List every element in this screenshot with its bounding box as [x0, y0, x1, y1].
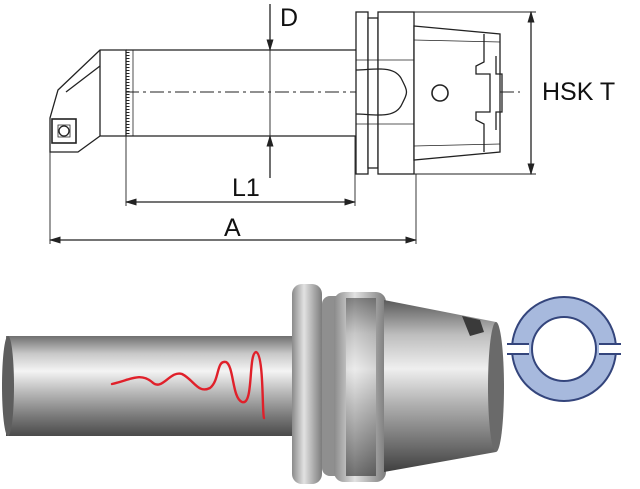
l1-label: L1	[232, 174, 260, 202]
drive-hole-icon	[431, 84, 449, 102]
a-label: A	[224, 214, 241, 242]
shank	[126, 13, 367, 173]
technical-drawing	[48, 4, 536, 244]
d-label: D	[280, 4, 298, 32]
tool-render	[2, 284, 504, 484]
insert-icon	[51, 118, 77, 144]
render-shank	[6, 336, 306, 436]
boring-head	[49, 49, 127, 153]
hsk-taper	[413, 25, 503, 161]
hsk-label: HSK T	[542, 78, 615, 106]
vibration-wave-icon	[110, 350, 266, 420]
flange	[355, 11, 415, 175]
split-sleeve-icon	[505, 296, 623, 402]
